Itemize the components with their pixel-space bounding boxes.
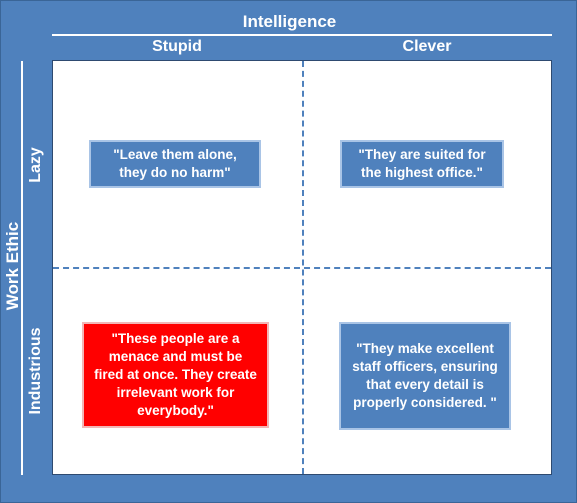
row-header-lazy: Lazy	[26, 147, 46, 183]
quadrant-lazy-stupid-text: "Leave them alone, they do no harm"	[113, 147, 237, 180]
x-axis-line	[52, 34, 552, 36]
horizontal-divider	[53, 267, 551, 269]
quadrant-industrious-clever: "They make excellent staff officers, ens…	[339, 322, 511, 430]
column-header-stupid: Stupid	[152, 38, 202, 55]
x-axis-title: Intelligence	[242, 12, 337, 31]
quadrant-grid: "Leave them alone, they do no harm" "The…	[52, 60, 552, 475]
quadrant-industrious-stupid-text: "These people are a menace and must be f…	[94, 331, 257, 418]
column-header-clever: Clever	[402, 38, 452, 55]
row-header-industrious: Industrious	[26, 327, 46, 414]
y-axis-title: Work Ethic	[3, 222, 23, 310]
y-axis-title-text: Work Ethic	[3, 221, 22, 311]
quadrant-industrious-clever-text: "They make excellent staff officers, ens…	[352, 341, 498, 410]
quadrant-lazy-stupid: "Leave them alone, they do no harm"	[89, 140, 261, 188]
quadrant-lazy-clever: "They are suited for the highest office.…	[340, 140, 504, 188]
y-axis-line	[21, 61, 23, 475]
quadrant-industrious-stupid: "These people are a menace and must be f…	[82, 322, 269, 428]
row-header-lazy-text: Lazy	[27, 147, 44, 183]
quadrant-lazy-clever-text: "They are suited for the highest office.…	[358, 147, 486, 180]
row-header-industrious-text: Industrious	[27, 327, 44, 415]
